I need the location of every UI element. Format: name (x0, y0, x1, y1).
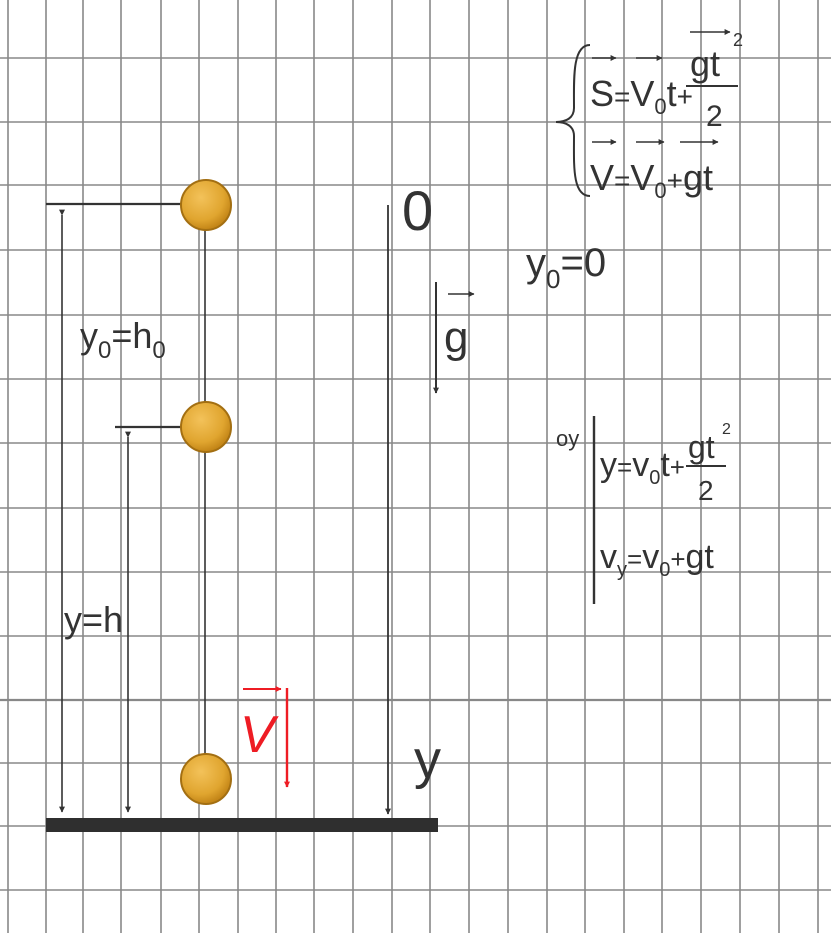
ball-middle (180, 401, 232, 453)
vector-equations: S=V0t+ gt 2 2 V=V0+gt (555, 29, 743, 203)
ball-bottom (180, 753, 232, 805)
svg-text:gt: gt (690, 43, 720, 84)
svg-text:y=v0t+: y=v0t+ (600, 446, 685, 489)
svg-text:2: 2 (733, 30, 743, 50)
gravity-label: g (444, 313, 468, 362)
y0-eq-0-label: y0=0 (526, 241, 606, 294)
svg-text:y0=0: y0=0 (526, 241, 606, 294)
y0-eq-h0-label: y0=h0 (80, 315, 166, 364)
projection-equations: oy y=v0t+ gt 2 2 vy=v0+gt (556, 416, 731, 604)
svg-text:2: 2 (698, 475, 714, 506)
origin-label: 0 (402, 179, 433, 242)
axis-y-label: y (414, 730, 441, 790)
vector-brace (555, 44, 591, 197)
svg-text:S=V0t+: S=V0t+ (590, 73, 693, 119)
oy-label: oy (556, 426, 579, 451)
gravity-label-group: g (444, 291, 475, 362)
svg-text:V=V0+gt: V=V0+gt (590, 157, 713, 203)
velocity-vector: V (240, 686, 290, 788)
y-eq-h-label: y=h (64, 599, 123, 640)
ground (46, 818, 438, 832)
ball-top (180, 179, 232, 231)
svg-text:2: 2 (706, 100, 723, 133)
svg-text:vy=v0+gt: vy=v0+gt (600, 538, 714, 581)
velocity-label: V (240, 706, 279, 764)
svg-text:gt: gt (688, 429, 715, 465)
svg-text:2: 2 (722, 421, 731, 438)
svg-text:y0=h0: y0=h0 (80, 315, 166, 364)
